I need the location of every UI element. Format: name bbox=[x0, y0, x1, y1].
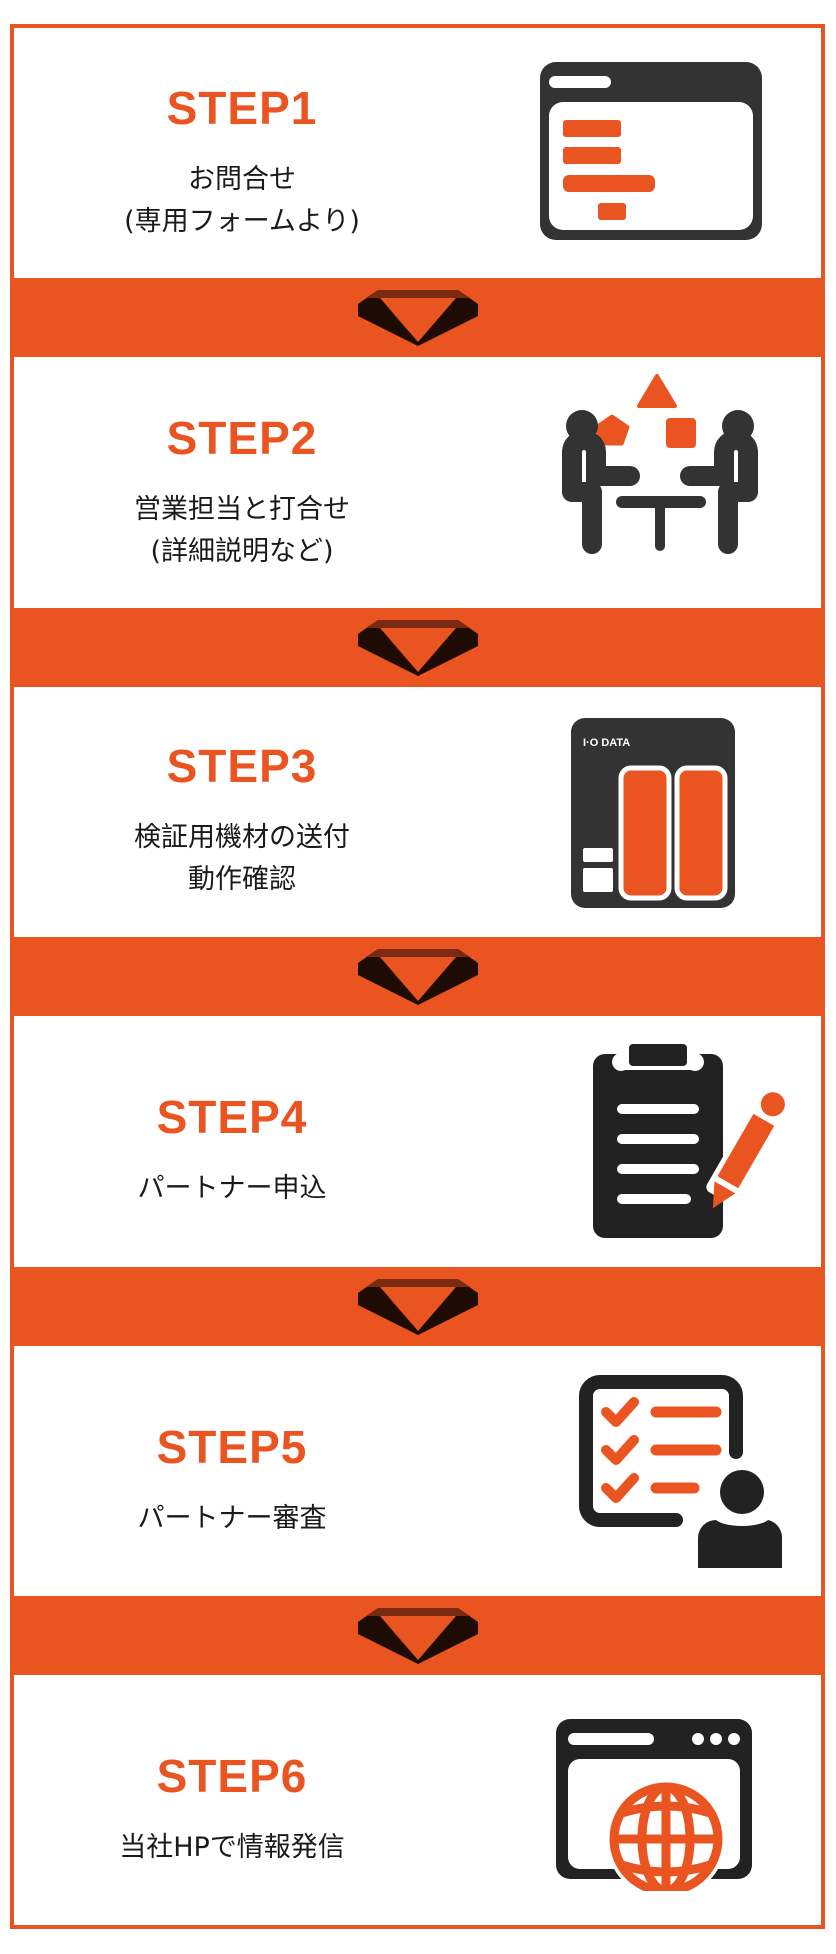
arrow-band-4 bbox=[14, 1267, 821, 1346]
step-6: STEP6 当社HPで情報発信 bbox=[14, 1675, 821, 1925]
down-arrow-icon bbox=[358, 1608, 478, 1664]
clipboard-pencil-icon bbox=[593, 1044, 787, 1238]
step-title: STEP4 bbox=[156, 1091, 308, 1143]
step-description: 検証用機材の送付 動作確認 bbox=[134, 822, 350, 895]
down-arrow-icon bbox=[358, 620, 478, 676]
arrow-band-3 bbox=[14, 937, 821, 1016]
arrow-band-2 bbox=[14, 608, 821, 687]
step-title: STEP2 bbox=[166, 412, 318, 464]
step-3: STEP3 検証用機材の送付 動作確認 I·O DATA bbox=[14, 687, 821, 937]
step-title: STEP5 bbox=[156, 1421, 308, 1473]
web-globe-icon bbox=[556, 1719, 752, 1891]
step-4: STEP4 パートナー申込 bbox=[14, 1016, 821, 1267]
arrow-band-5 bbox=[14, 1596, 821, 1675]
web-form-icon bbox=[540, 62, 762, 240]
down-arrow-icon bbox=[358, 1279, 478, 1335]
flow-frame: STEP1 お問合せ (専用フォームより) STEP2 営業担当と打合せ (詳細… bbox=[10, 24, 825, 1929]
checklist-person-icon bbox=[579, 1375, 782, 1568]
nas-device-icon: I·O DATA bbox=[571, 718, 735, 908]
device-brand-label: I·O DATA bbox=[583, 737, 630, 749]
step-title: STEP1 bbox=[166, 82, 318, 134]
down-arrow-icon bbox=[358, 290, 478, 346]
step-description: パートナー審査 bbox=[137, 1503, 327, 1534]
step-description: パートナー申込 bbox=[137, 1173, 327, 1204]
step-5: STEP5 パートナー審査 bbox=[14, 1346, 821, 1596]
step-3-text: STEP3 検証用機材の送付 動作確認 bbox=[32, 743, 452, 901]
step-6-text: STEP6 当社HPで情報発信 bbox=[22, 1753, 442, 1869]
step-description: お問合せ (専用フォームより) bbox=[124, 164, 360, 237]
down-arrow-icon bbox=[358, 949, 478, 1005]
step-description: 当社HPで情報発信 bbox=[119, 1832, 345, 1863]
step-description: 営業担当と打合せ (詳細説明など) bbox=[134, 494, 350, 567]
step-title: STEP6 bbox=[156, 1750, 308, 1802]
step-1: STEP1 お問合せ (専用フォームより) bbox=[14, 28, 821, 278]
step-4-text: STEP4 パートナー申込 bbox=[22, 1094, 442, 1210]
arrow-band-1 bbox=[14, 278, 821, 357]
step-2-text: STEP2 営業担当と打合せ (詳細説明など) bbox=[32, 415, 452, 573]
meeting-icon bbox=[562, 374, 758, 554]
step-5-text: STEP5 パートナー審査 bbox=[22, 1424, 442, 1540]
step-1-text: STEP1 お問合せ (専用フォームより) bbox=[32, 85, 452, 243]
step-title: STEP3 bbox=[166, 740, 318, 792]
step-2: STEP2 営業担当と打合せ (詳細説明など) bbox=[14, 357, 821, 608]
